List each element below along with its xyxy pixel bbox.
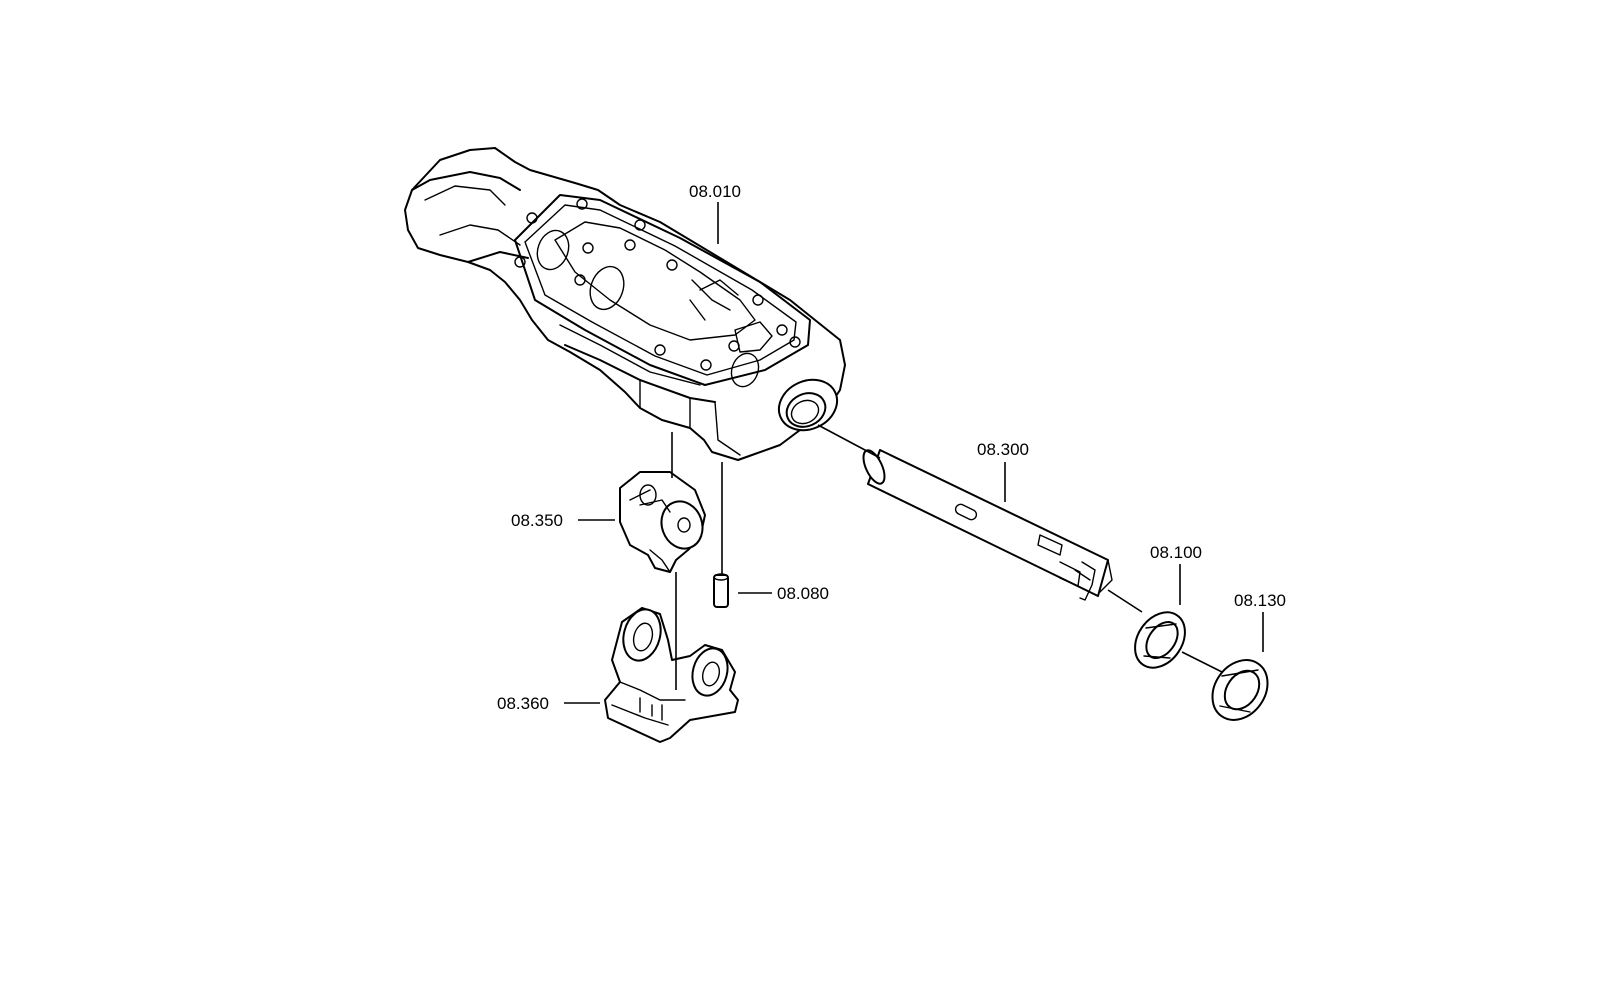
assembly-lines (671, 424, 1223, 690)
bracket-part (604, 607, 739, 743)
shaft-part (862, 449, 1113, 601)
ring-outer-part (1211, 659, 1269, 721)
cam-part (619, 471, 706, 573)
ring-inner-part (1134, 611, 1186, 669)
callout-leaders (564, 202, 1264, 704)
callout-08-130: 08.130 (1234, 591, 1286, 610)
callout-08-300: 08.300 (977, 440, 1029, 459)
callout-08-350: 08.350 (511, 511, 563, 530)
pin-part (713, 573, 729, 608)
callout-08-100: 08.100 (1150, 543, 1202, 562)
callout-08-080: 08.080 (777, 584, 829, 603)
callout-08-360: 08.360 (497, 694, 549, 713)
callout-08-010: 08.010 (689, 182, 741, 201)
housing-part (404, 147, 846, 461)
